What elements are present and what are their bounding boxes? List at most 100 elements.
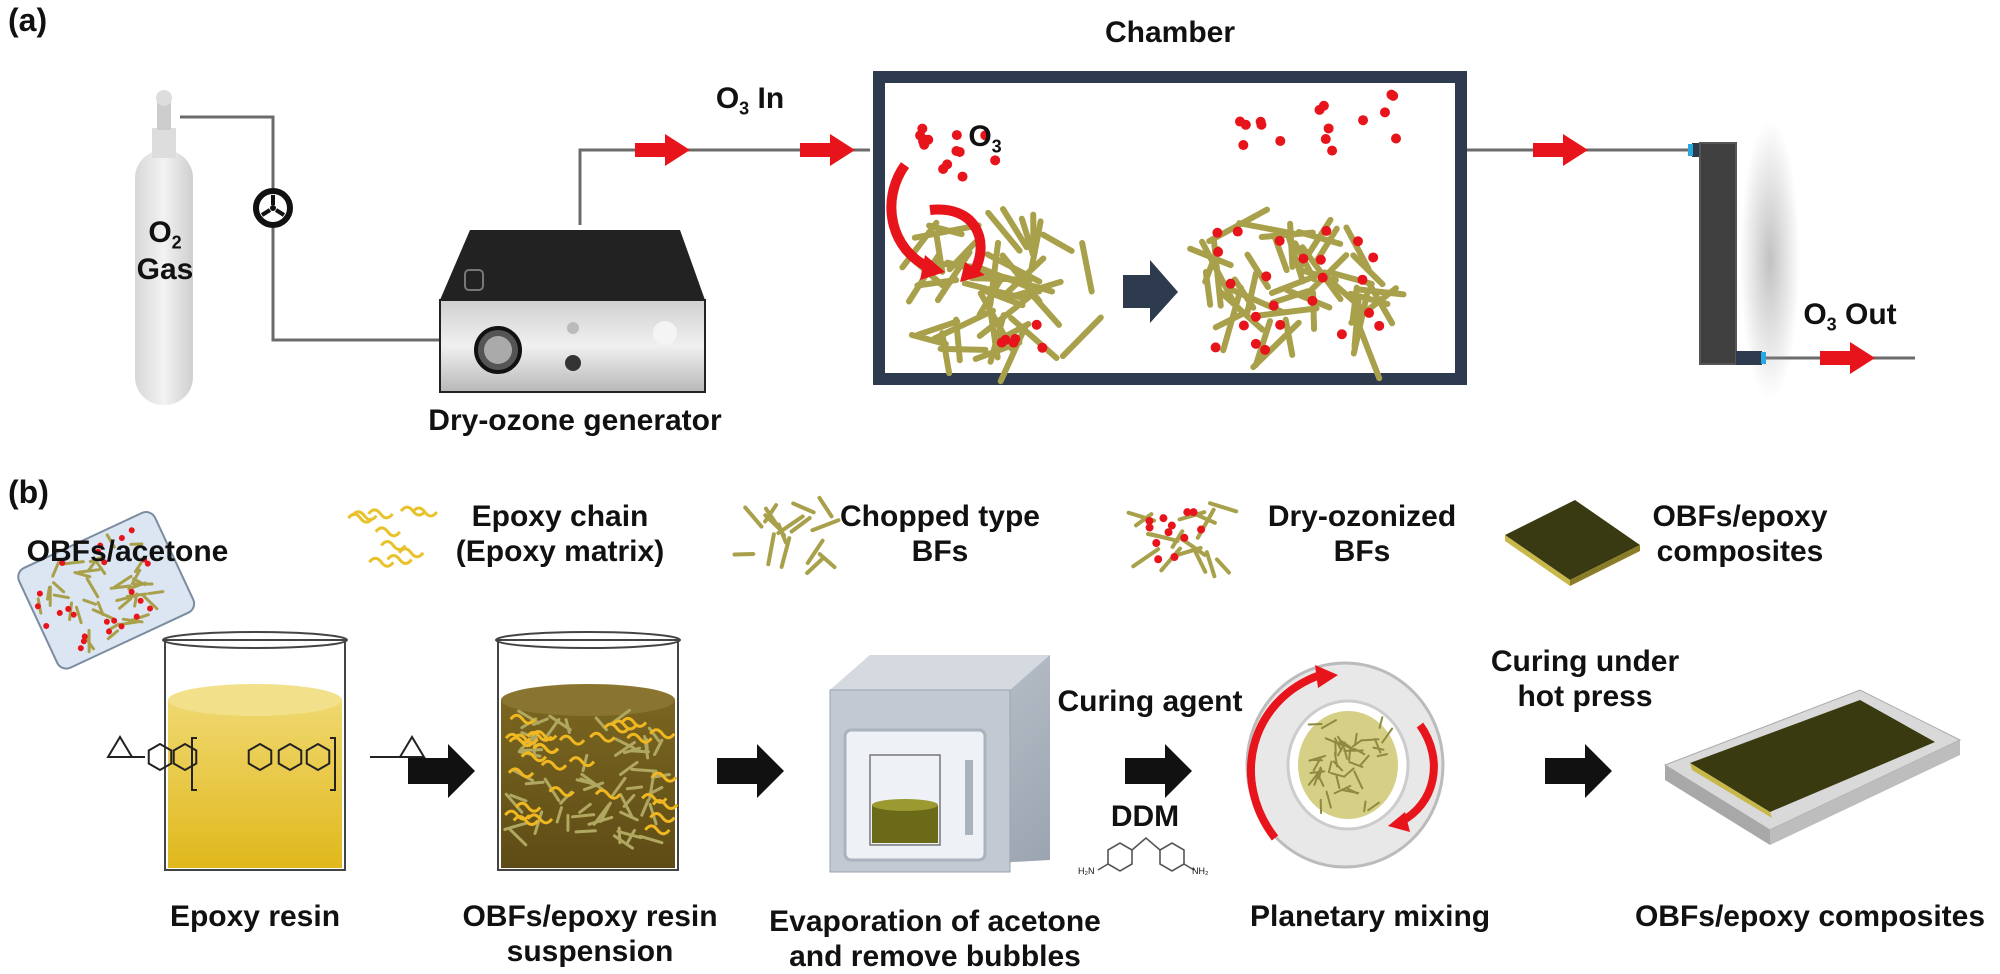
ozone-dot bbox=[1353, 236, 1363, 246]
fiber bbox=[745, 508, 761, 527]
ozone-dot bbox=[1307, 296, 1317, 306]
ozone-dot bbox=[951, 146, 961, 156]
ozone-dot bbox=[1159, 514, 1167, 522]
fiber bbox=[627, 787, 641, 789]
step-arrow-icon bbox=[408, 744, 475, 798]
ozone-dot bbox=[1260, 345, 1270, 355]
ozone-dot bbox=[917, 124, 927, 134]
ozone-dot bbox=[1298, 254, 1308, 264]
step-label-composites: OBFs/epoxy composites bbox=[1620, 900, 2000, 935]
fiber bbox=[1364, 801, 1365, 811]
ozone-dot bbox=[1037, 343, 1047, 353]
o3-in-label: O3 In bbox=[700, 82, 800, 119]
curing-agent-label: Curing agent bbox=[1055, 685, 1245, 720]
ozone-dot bbox=[1251, 339, 1261, 349]
ozone-generator-icon bbox=[440, 230, 705, 392]
ozone-dot bbox=[1275, 320, 1285, 330]
ozonized-bf-icon bbox=[1129, 503, 1237, 576]
ozone-dot bbox=[1212, 228, 1222, 238]
step-arrow-icon bbox=[717, 744, 784, 798]
chamber-title: Chamber bbox=[1065, 16, 1275, 51]
step-label-epoxy-resin: Epoxy resin bbox=[155, 900, 355, 935]
fiber bbox=[1349, 748, 1350, 760]
fiber bbox=[520, 750, 542, 751]
epoxy-chain bbox=[388, 555, 412, 563]
o3-inside-label: O3 bbox=[965, 120, 1005, 157]
ozone-dot bbox=[1152, 539, 1160, 547]
ozone-dot bbox=[942, 159, 952, 169]
ozone-dot bbox=[952, 130, 962, 140]
composite-plate-icon bbox=[1505, 500, 1640, 586]
ozone-dot bbox=[1032, 320, 1042, 330]
pouring-beaker-icon bbox=[15, 509, 197, 672]
ozone-dot bbox=[1010, 334, 1020, 344]
ozone-dot bbox=[1275, 236, 1285, 246]
o2-cylinder-label: O2 Gas bbox=[136, 216, 194, 287]
ozone-dot bbox=[1213, 247, 1223, 257]
epoxy-chain bbox=[369, 510, 393, 518]
panel-b-label: (b) bbox=[8, 474, 49, 511]
ozone-dot bbox=[1364, 308, 1374, 318]
fiber bbox=[768, 534, 774, 564]
ozone-dot bbox=[1337, 329, 1347, 339]
fiber bbox=[1290, 224, 1292, 267]
ozone-dot bbox=[1324, 123, 1334, 133]
flow-arrow-icon bbox=[1820, 342, 1875, 374]
planetary-mixer-icon bbox=[1247, 663, 1443, 867]
flow-arrow-icon bbox=[1533, 134, 1588, 166]
ozone-dot bbox=[1358, 115, 1368, 125]
ozone-dot bbox=[1170, 553, 1178, 561]
ozone-dot bbox=[1238, 140, 1248, 150]
ozone-dot bbox=[1391, 134, 1401, 144]
fiber bbox=[526, 782, 543, 783]
fiber bbox=[735, 554, 754, 555]
ozone-dot bbox=[958, 172, 968, 182]
step-arrow-icon bbox=[1125, 744, 1192, 798]
ozone-dot bbox=[1357, 275, 1367, 285]
fiber bbox=[1207, 552, 1215, 576]
fiber bbox=[1217, 559, 1229, 572]
fiber bbox=[632, 769, 656, 771]
epoxy-chain bbox=[399, 549, 423, 557]
ozone-dot bbox=[1388, 91, 1398, 101]
ozone-dot bbox=[1315, 105, 1325, 115]
ozone-dot bbox=[1275, 136, 1285, 146]
legend-epoxy-chain: Epoxy chain(Epoxy matrix) bbox=[445, 500, 675, 569]
step-label-planetary-mixing: Planetary mixing bbox=[1250, 900, 1450, 935]
ozone-dot bbox=[1316, 255, 1326, 265]
fiber bbox=[1309, 724, 1322, 725]
ozone-dot bbox=[919, 140, 929, 150]
ozone-dot bbox=[1183, 508, 1191, 516]
fiber bbox=[1148, 534, 1166, 538]
step-arrow-icon bbox=[1545, 744, 1612, 798]
ozone-dot bbox=[1145, 517, 1153, 525]
ozone-dot bbox=[1368, 252, 1378, 262]
ozone-dot bbox=[1233, 227, 1243, 237]
epoxy-chain-icon bbox=[348, 507, 436, 566]
ozone-dot bbox=[1256, 117, 1266, 127]
flow-arrow-icon bbox=[635, 134, 690, 166]
o3-out-label: O3 Out bbox=[1790, 298, 1910, 335]
composite-mold-icon bbox=[1665, 690, 1960, 845]
ddm-label: DDM bbox=[1100, 800, 1190, 835]
epoxy-chain bbox=[369, 558, 393, 566]
ozone-dot bbox=[1226, 279, 1236, 289]
ozone-dot bbox=[1197, 526, 1205, 534]
fiber bbox=[1133, 549, 1158, 566]
ozone-dot bbox=[1241, 120, 1251, 130]
chopped-bf-icon bbox=[735, 498, 839, 573]
fiber bbox=[576, 831, 595, 832]
fiber bbox=[572, 815, 593, 817]
suspension-beaker-icon bbox=[496, 632, 680, 870]
valve-icon bbox=[256, 191, 290, 225]
ozone-dot bbox=[1327, 146, 1337, 156]
ozone-dot bbox=[1261, 271, 1271, 281]
fiber bbox=[819, 498, 831, 516]
ozone-dot bbox=[1180, 534, 1188, 542]
ozone-dot bbox=[1251, 312, 1261, 322]
epoxy-chain bbox=[376, 528, 400, 536]
ozone-dot bbox=[1269, 301, 1279, 311]
